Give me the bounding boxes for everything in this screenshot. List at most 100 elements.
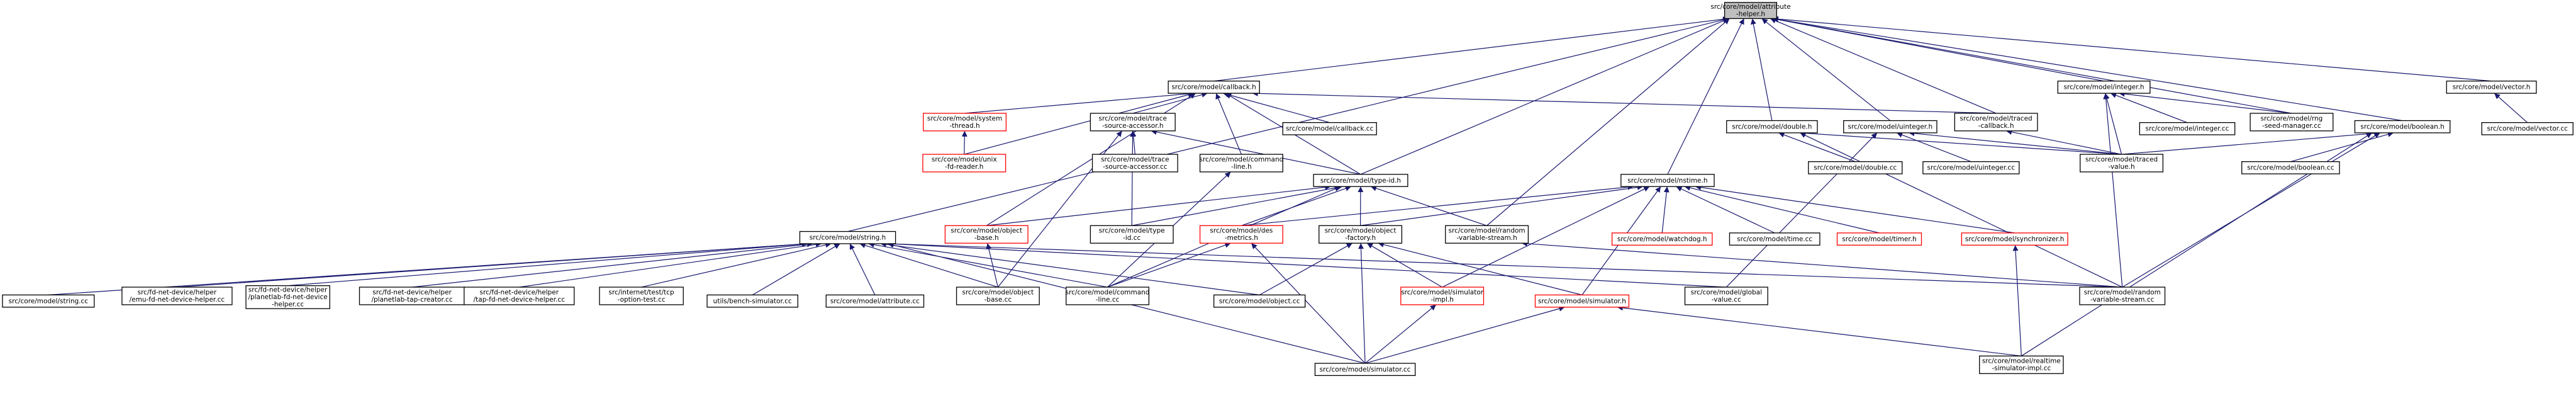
- node-double-cc[interactable]: src/core/model/double.cc: [1808, 161, 1903, 174]
- node-attribute-helper[interactable]: src/core/model/attribute-helper.h: [1710, 2, 1791, 20]
- node-realtime-h[interactable]: src/core/model/nstime.h: [1620, 174, 1715, 187]
- edge-rng-seed-manager-cc-to-integer-h: [2119, 91, 2292, 114]
- node-box: [1534, 294, 1630, 308]
- node-box: [1979, 355, 2064, 374]
- node-label: src/core/model/double.h: [1732, 123, 1812, 130]
- node-box: [1314, 363, 1416, 376]
- node-emu-fd-net-device-helper-cc[interactable]: src/fd-net-device/helper/emu-fd-net-devi…: [121, 287, 233, 305]
- edge-double-h-to-attribute-helper: [1750, 18, 1773, 121]
- node-label: src/core/model/command: [1200, 156, 1284, 163]
- node-box: [1724, 2, 1777, 20]
- node-boolean-h[interactable]: src/core/model/boolean.h: [2354, 120, 2451, 134]
- edge-planetlab-fd-net-device-helper-cc-to-string-h: [287, 241, 808, 287]
- edge-realtime-simulator-impl-cc-to-synchronizer-h: [2012, 245, 2022, 356]
- node-label: -id.cc: [1123, 234, 1140, 242]
- node-option-test-cc[interactable]: src/internet/test/tcp-option-test.cc: [599, 287, 684, 305]
- node-synchronizer-h[interactable]: src/core/model/synchronizer.h: [1961, 232, 2068, 246]
- node-trace-source-accessor-h[interactable]: src/core/model/trace-source-accessor.h: [1090, 113, 1176, 132]
- node-unix-fd-reader-h[interactable]: src/core/model/unix-fd-reader.h: [922, 154, 1006, 173]
- node-boolean-cc[interactable]: src/core/model/boolean.cc: [2241, 161, 2340, 174]
- node-object-base-h[interactable]: src/core/model/object-base.h: [944, 225, 1029, 244]
- edge-vector-cc-to-vector-h: [2494, 93, 2528, 123]
- edge-vector-h-to-attribute-helper: [1772, 16, 2492, 82]
- node-label: src/core/model/traced: [1960, 115, 2032, 122]
- node-des-metrics-h[interactable]: src/core/model/des-metrics.h: [1199, 225, 1283, 244]
- node-simulator-impl-h[interactable]: src/core/model/simulator-impl.h: [1400, 287, 1485, 305]
- node-trace-source-accessor-cc[interactable]: src/core/model/trace-source-accessor.cc: [1091, 154, 1178, 173]
- node-random-variable-stream-cc[interactable]: src/core/model/random-variable-stream.cc: [2079, 287, 2166, 305]
- node-label: utils/bench-simulator.cc: [713, 297, 792, 305]
- node-command-line-cc[interactable]: src/core/model/command-line.cc: [1066, 287, 1150, 305]
- edge-emu-fd-net-device-helper-cc-to-string-h: [177, 241, 808, 288]
- node-simulator-h[interactable]: src/core/model/simulator.h: [1534, 294, 1630, 308]
- node-time-cc[interactable]: src/core/model/time.cc: [1729, 232, 1820, 246]
- node-label: src/core/model/callback.cc: [1286, 125, 1373, 133]
- edge-command-line-h-to-callback-h: [1215, 93, 1242, 155]
- edge-unix-fd-reader-h-to-callback-h: [964, 92, 1195, 155]
- node-box: [923, 113, 1007, 132]
- edge-traced-callback-h-to-attribute-helper: [1770, 18, 1997, 114]
- node-uinteger-cc[interactable]: src/core/model/uinteger.cc: [1922, 161, 2020, 174]
- node-box: [2241, 161, 2340, 174]
- node-timer-h[interactable]: src/core/model/timer.h: [1836, 232, 1922, 246]
- node-vector-h[interactable]: src/core/model/vector.h: [2446, 81, 2537, 94]
- node-string-h[interactable]: src/core/model/string.h: [799, 230, 896, 244]
- node-attribute-cc[interactable]: src/core/model/attribute.cc: [825, 294, 925, 308]
- node-box: [1199, 154, 1283, 173]
- node-label: src/core/model/timer.h: [1842, 236, 1916, 243]
- node-box: [1922, 161, 2020, 174]
- node-global-value-cc[interactable]: src/core/model/global-value.cc: [1684, 287, 1768, 305]
- node-type-id-h[interactable]: src/core/model/type-id.h: [1313, 174, 1408, 187]
- node-planetlab-fd-net-device-helper-cc[interactable]: src/fd-net-device/helper/planetlab-fd-ne…: [245, 285, 330, 309]
- edge-trace-source-accessor-h-to-callback-h: [1132, 92, 1208, 114]
- node-watchdog-h[interactable]: src/core/model/watchdog.h: [1611, 232, 1713, 246]
- edge-simulator-impl-h-to-object-factory-h: [1366, 242, 1442, 288]
- node-label: src/core/model/random: [2084, 288, 2161, 296]
- edge-synchronizer-h-to-realtime-h: [1695, 185, 2015, 234]
- node-box: [1843, 120, 1938, 134]
- node-label: /emu-fd-net-device-helper.cc: [130, 296, 225, 304]
- node-traced-callback-h[interactable]: src/core/model/traced-callback.h: [1954, 113, 2038, 132]
- node-object-cc[interactable]: src/core/model/object.cc: [1213, 294, 1306, 308]
- edge-double-cc-to-double-h: [1778, 132, 1856, 162]
- node-label: -value.cc: [1712, 296, 1741, 304]
- node-box: [464, 287, 575, 305]
- node-tap-fd-net-device-helper-cc[interactable]: src/fd-net-device/helper/tap-fd-net-devi…: [464, 287, 575, 305]
- node-callback-h[interactable]: src/core/model/callback.h: [1168, 81, 1260, 94]
- node-box: [1319, 225, 1403, 244]
- node-label: -base.h: [974, 234, 999, 242]
- edge-option-test-cc-to-string-h: [641, 242, 832, 288]
- node-rng-seed-manager-cc[interactable]: src/core/model/rng-seed-manager.cc: [2250, 113, 2334, 132]
- node-object-factory-h[interactable]: src/core/model/object-factory.h: [1319, 225, 1403, 244]
- node-callback-cc[interactable]: src/core/model/callback.cc: [1282, 122, 1377, 135]
- edge-random-variable-stream-cc-to-integer-h: [2103, 93, 2123, 288]
- edge-boolean-cc-to-boolean-h: [2290, 132, 2394, 162]
- node-label: src/core/model/trace: [1099, 115, 1167, 122]
- node-type-id-cc[interactable]: src/core/model/type-id.cc: [1090, 225, 1174, 244]
- edge-random-variable-stream-cc-to-random-variable-stream-h: [1521, 241, 2122, 288]
- edge-object-cc-to-object-factory-h: [1259, 242, 1353, 295]
- edge-simulator-cc-to-object-factory-h: [1358, 243, 1366, 363]
- node-label: -helper.cc: [272, 301, 304, 309]
- node-system-thread-h[interactable]: src/core/model/system-thread.h: [923, 113, 1007, 132]
- node-integer-cc[interactable]: src/core/model/integer.cc: [2139, 122, 2236, 135]
- node-planetlab-tap-creator-cc[interactable]: src/fd-net-device/helper/planetlab-tap-c…: [359, 287, 466, 305]
- node-random-variable-stream-h[interactable]: src/core/model/random-variable-stream.h: [1445, 225, 1529, 244]
- node-object-base-cc[interactable]: src/core/model/object-base.cc: [956, 287, 1040, 305]
- node-integer-h[interactable]: src/core/model/integer.h: [2057, 81, 2151, 94]
- node-label: src/core/model/system: [927, 115, 1002, 122]
- node-double-h[interactable]: src/core/model/double.h: [1726, 120, 1818, 134]
- edge-system-thread-h-to-callback-h: [964, 91, 1195, 114]
- node-traced-value-h[interactable]: src/core/model/traced-value.h: [2080, 154, 2164, 173]
- node-bench-simulator-cc[interactable]: utils/bench-simulator.cc: [706, 294, 798, 308]
- edge-random-variable-stream-cc-to-string-h: [888, 241, 2122, 288]
- node-simulator-cc[interactable]: src/core/model/simulator.cc: [1314, 363, 1416, 376]
- node-realtime-simulator-impl-cc[interactable]: src/core/model/realtime-simulator-impl.c…: [1979, 355, 2064, 374]
- node-command-line-h[interactable]: src/core/model/command-line.h: [1199, 154, 1284, 173]
- node-vector-cc[interactable]: src/core/model/vector.cc: [2481, 122, 2573, 135]
- node-label: src/core/model/string.cc: [9, 297, 89, 305]
- node-box: [1808, 161, 1903, 174]
- node-label: src/fd-net-device/helper: [248, 287, 328, 294]
- node-string-cc[interactable]: src/core/model/string.cc: [2, 294, 95, 308]
- node-uinteger-h[interactable]: src/core/model/uinteger.h: [1843, 120, 1938, 134]
